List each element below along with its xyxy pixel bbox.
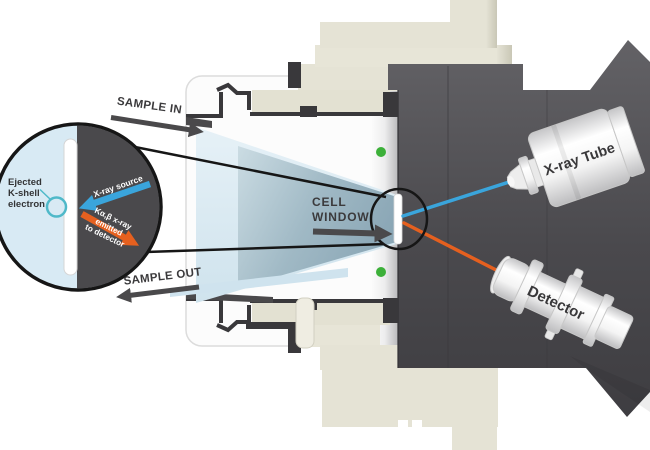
sample-out-arrow <box>116 284 200 303</box>
indicator-dot-bottom <box>376 267 386 277</box>
inset-leader-bottom <box>145 242 385 254</box>
emission-beam <box>402 221 502 274</box>
sample-in-arrow <box>110 115 204 138</box>
cell-window-label-line1: CELL <box>312 195 347 209</box>
drain-tube <box>295 297 315 349</box>
xray-beam <box>401 180 511 218</box>
ejected-label-line3: electron <box>8 199 45 210</box>
indicator-dot-top <box>376 147 386 157</box>
ejected-label-line2: K-shell <box>8 188 40 199</box>
window-highlight-circle <box>369 187 429 251</box>
xray-tube: X-ray Tube <box>506 106 645 208</box>
sample-fluid-cone <box>238 146 400 288</box>
sample-out-channel <box>170 268 348 297</box>
detector-shadow <box>570 356 650 412</box>
ejected-label-line1: Ejected <box>8 177 42 188</box>
xray-source-arrow <box>78 180 152 211</box>
cell-window-arrow <box>312 224 393 243</box>
ejected-electron <box>45 196 68 218</box>
spectrometer-housing <box>388 40 650 417</box>
cell-window-label-line2: WINDOW <box>312 210 369 224</box>
electron-pointer-line <box>39 188 52 201</box>
emitted-xray-arrow <box>80 211 140 246</box>
inset-leader-top <box>129 144 387 199</box>
cell-window <box>393 193 403 245</box>
